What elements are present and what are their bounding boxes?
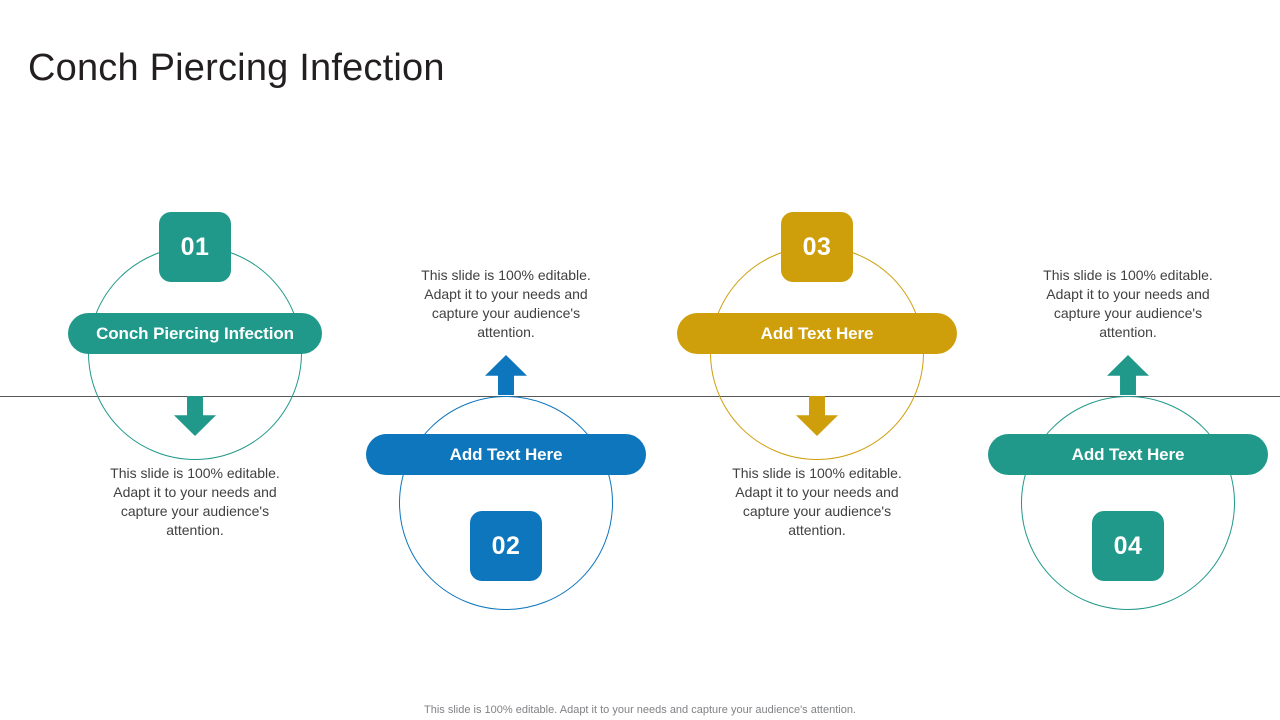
step-number-label-02: 02: [491, 531, 521, 560]
step-group-03: 03 Add Text Here This slide is 100% edit…: [657, 0, 977, 720]
arrow-up-icon-02: [485, 355, 527, 395]
step-label-text-01: Conch Piercing Infection: [96, 323, 294, 343]
step-group-02: 02 Add Text Here This slide is 100% edit…: [346, 0, 666, 720]
step-label-pill-04[interactable]: Add Text Here: [988, 434, 1268, 475]
step-label-text-02: Add Text Here: [449, 444, 563, 464]
step-label-text-04: Add Text Here: [1071, 444, 1185, 464]
step-number-badge-03[interactable]: 03: [781, 212, 853, 282]
step-label-pill-02[interactable]: Add Text Here: [366, 434, 646, 475]
step-number-label-03: 03: [802, 232, 832, 261]
step-number-badge-01[interactable]: 01: [159, 212, 231, 282]
step-number-label-01: 01: [180, 232, 210, 261]
circle-outline-04: [1021, 396, 1235, 610]
step-group-01: 01 Conch Piercing Infection This slide i…: [35, 0, 355, 720]
step-label-pill-01[interactable]: Conch Piercing Infection: [68, 313, 322, 354]
page-title: Conch Piercing Infection: [28, 47, 445, 90]
timeline-baseline: [0, 396, 1280, 397]
footer-note: This slide is 100% editable. Adapt it to…: [424, 704, 856, 716]
step-number-badge-02[interactable]: 02: [470, 511, 542, 581]
step-number-badge-04[interactable]: 04: [1092, 511, 1164, 581]
arrow-up-icon-04: [1107, 355, 1149, 395]
step-number-label-04: 04: [1113, 531, 1143, 560]
step-group-04: 04 Add Text Here This slide is 100% edit…: [968, 0, 1280, 720]
step-description-02: This slide is 100% editable. Adapt it to…: [421, 267, 591, 340]
step-description-03: This slide is 100% editable. Adapt it to…: [732, 465, 902, 538]
step-description-01: This slide is 100% editable. Adapt it to…: [110, 465, 280, 538]
step-description-04: This slide is 100% editable. Adapt it to…: [1043, 267, 1213, 340]
circle-outline-02: [399, 396, 613, 610]
step-label-text-03: Add Text Here: [760, 323, 874, 343]
step-label-pill-03[interactable]: Add Text Here: [677, 313, 957, 354]
